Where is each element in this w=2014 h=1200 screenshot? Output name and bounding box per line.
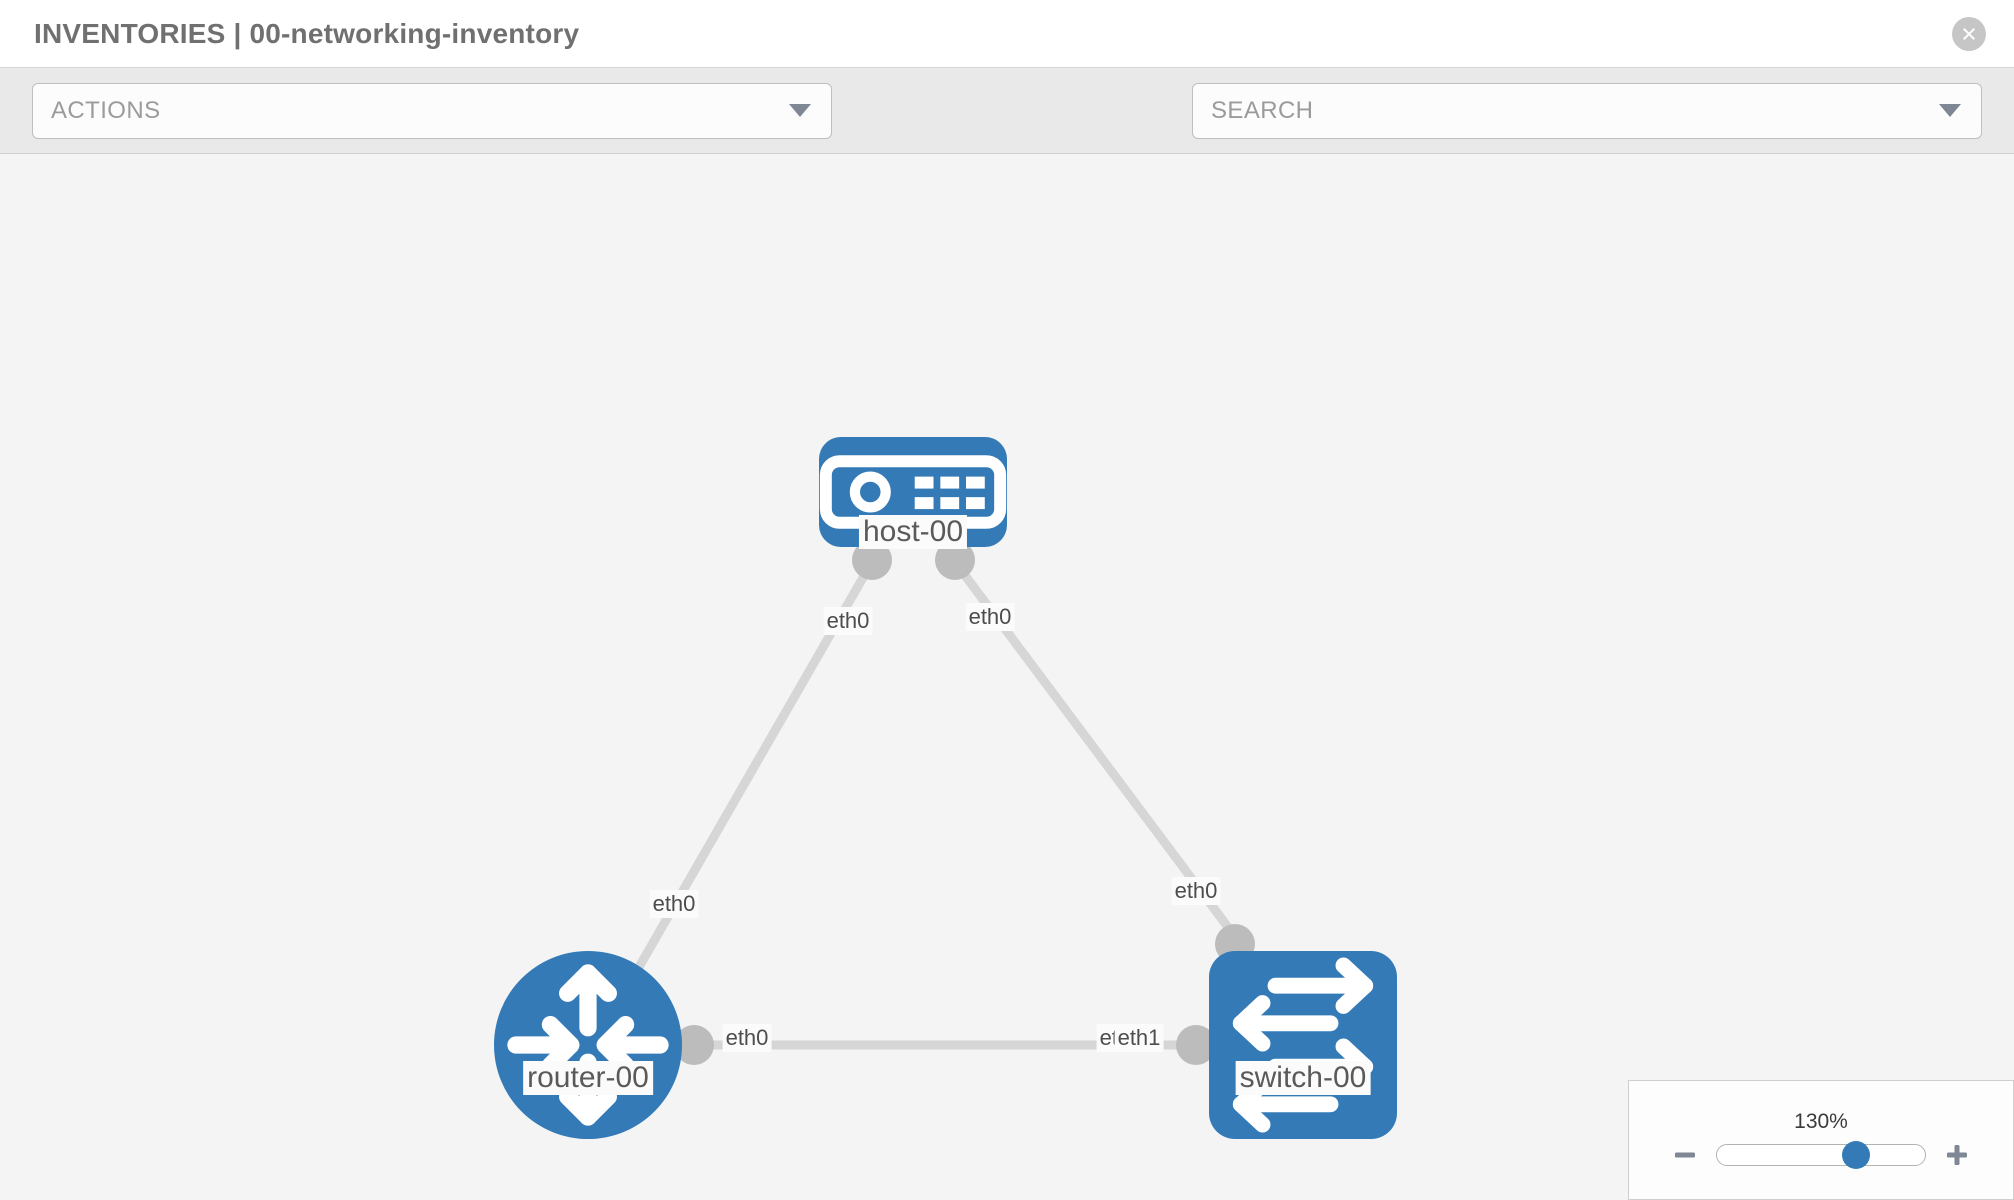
actions-dropdown[interactable]: ACTIONS bbox=[32, 82, 832, 139]
actions-dropdown-label: ACTIONS bbox=[51, 96, 161, 124]
node-label-switch-00: switch-00 bbox=[1235, 1061, 1371, 1095]
minus-icon[interactable] bbox=[1670, 1140, 1700, 1170]
zoom-level-value: 130% bbox=[1794, 1110, 1848, 1133]
chevron-down-icon[interactable] bbox=[1939, 104, 1961, 117]
zoom-control-panel: 130% bbox=[1628, 1080, 2014, 1200]
edge-label-switch-left-eth1: eth1 bbox=[1114, 1024, 1164, 1052]
topology-edges bbox=[631, 559, 1252, 1050]
search-box[interactable] bbox=[1192, 82, 1982, 139]
close-icon[interactable] bbox=[1952, 16, 1986, 51]
edge-label-host-left-eth0: eth0 bbox=[823, 607, 873, 635]
router-icon bbox=[494, 951, 682, 1139]
toolbar: ACTIONS bbox=[0, 68, 2014, 154]
zoom-slider[interactable] bbox=[1716, 1141, 1926, 1169]
node-label-router-00: router-00 bbox=[523, 1061, 653, 1095]
node-switch-00[interactable]: switch-00 bbox=[1209, 951, 1397, 1139]
search-input[interactable] bbox=[1211, 96, 1888, 125]
edge-label-router-right-eth0: eth0 bbox=[722, 1024, 772, 1052]
page-header: INVENTORIES | 00-networking-inventory bbox=[0, 0, 2014, 68]
zoom-slider-row bbox=[1670, 1140, 1972, 1170]
page-title: INVENTORIES | 00-networking-inventory bbox=[34, 17, 580, 49]
node-host-00[interactable]: host-00 bbox=[819, 437, 1007, 549]
edge-label-host-right-eth0: eth0 bbox=[965, 603, 1015, 631]
zoom-slider-thumb[interactable] bbox=[1842, 1141, 1871, 1169]
edge-label-switch-upper-eth0: eth0 bbox=[1171, 877, 1221, 905]
topology-canvas[interactable]: host-00 bbox=[0, 154, 2014, 1200]
node-router-00[interactable]: router-00 bbox=[494, 951, 682, 1139]
chevron-down-icon bbox=[789, 104, 811, 117]
edge-label-router-upper-eth0: eth0 bbox=[649, 890, 699, 918]
plus-icon[interactable] bbox=[1942, 1140, 1972, 1170]
node-label-host-00: host-00 bbox=[858, 515, 968, 549]
topology-graph: host-00 bbox=[0, 154, 2014, 1200]
switch-icon bbox=[1209, 951, 1397, 1139]
